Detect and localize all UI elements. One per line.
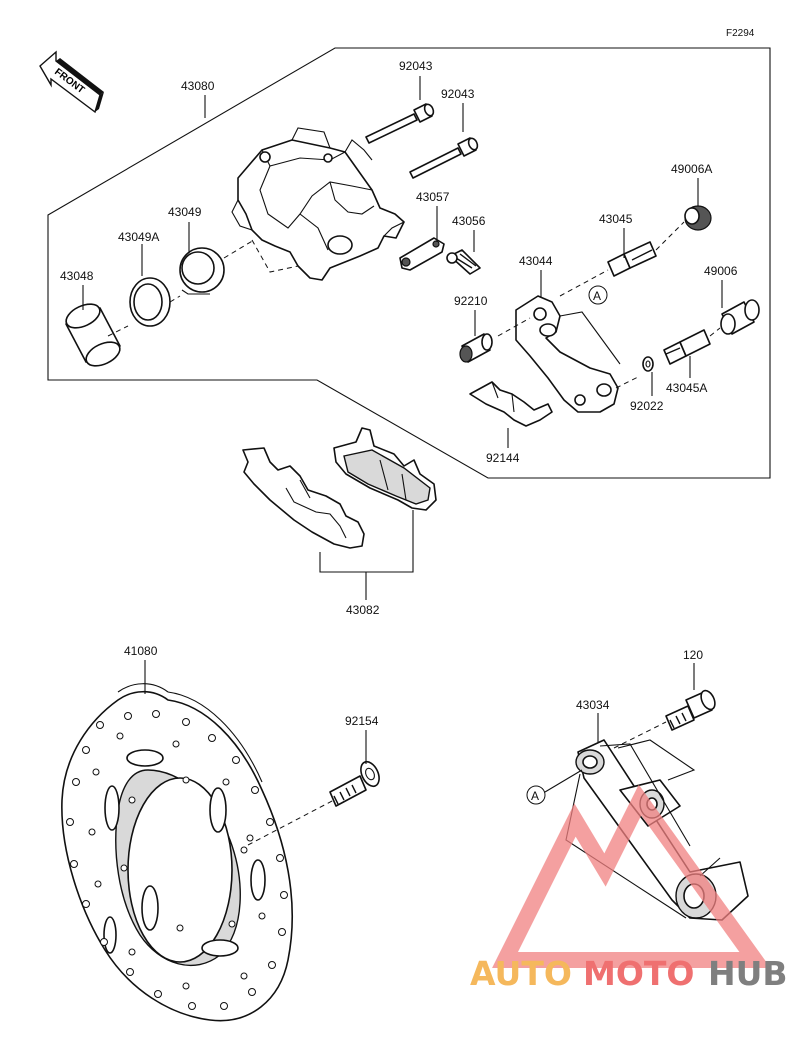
label-92043-b: 92043 [441, 87, 475, 101]
upper-pin-axis [655, 221, 685, 251]
dust-seal-ring [129, 277, 171, 327]
slide-pin-upper [607, 241, 657, 277]
pad-spring [469, 381, 553, 427]
label-43082: 43082 [346, 603, 380, 617]
disc-bolt-axis [247, 799, 335, 846]
watermark-triangle-icon [492, 784, 771, 968]
svg-text:A: A [531, 789, 539, 803]
part-labels: 43080 92043 92043 43049 43049A 43048 430… [60, 59, 738, 728]
pad-set-bracket [319, 510, 414, 600]
figure-code: F2294 [726, 28, 755, 39]
label-43048: 43048 [60, 269, 94, 283]
label-43080: 43080 [181, 79, 215, 93]
slide-pin-boot-upper [684, 205, 712, 231]
caliper-assembly-frame [47, 47, 771, 479]
label-92154: 92154 [345, 714, 379, 728]
piston-axis-line [107, 239, 255, 337]
front-arrow-icon: FRONT [39, 50, 104, 114]
ref-a-leader [544, 769, 583, 793]
label-92043-a: 92043 [399, 59, 433, 73]
link-bolt-axis [613, 721, 667, 749]
caliper-body [231, 127, 405, 281]
caliper-bracket [515, 295, 619, 413]
slide-pin-boot-lower [720, 299, 760, 335]
label-43044: 43044 [519, 254, 553, 268]
label-43045: 43045 [599, 212, 633, 226]
label-92022: 92022 [630, 399, 664, 413]
label-92144: 92144 [486, 451, 520, 465]
watermark-part2: MOTO [583, 954, 694, 993]
label-92210: 92210 [454, 294, 488, 308]
slide-pin-lower [663, 329, 711, 365]
label-43056: 43056 [452, 214, 486, 228]
brake-disc [61, 683, 293, 1022]
disc-bolt [329, 760, 380, 807]
reference-mark-a-top: A [588, 285, 608, 305]
watermark-part3: HUB [708, 954, 788, 993]
leader-lines [82, 76, 723, 764]
reference-mark-a-bottom: A [526, 785, 546, 805]
label-49006: 49006 [704, 264, 738, 278]
caliper-bolt-upper [365, 103, 435, 144]
label-49006a: 49006A [671, 162, 712, 176]
washer [642, 356, 654, 372]
brake-pad-right [333, 427, 437, 511]
link-bolt [665, 689, 716, 731]
bracket-axis-lines [497, 269, 641, 389]
lower-pin-axis [709, 327, 721, 337]
caliper-bolt-lower [409, 137, 479, 179]
brake-piston [65, 303, 121, 367]
bracket-ref-leader [559, 311, 621, 365]
label-120: 120 [683, 648, 703, 662]
bleeder-cap [399, 237, 445, 271]
bleeder-valve [446, 249, 481, 275]
svg-text:A: A [593, 289, 601, 303]
label-43049: 43049 [168, 205, 202, 219]
label-43045a: 43045A [666, 381, 707, 395]
label-41080: 41080 [124, 644, 158, 658]
bushing [459, 333, 493, 363]
label-43057: 43057 [416, 190, 450, 204]
watermark-logo: AUTO MOTO HUB [470, 784, 788, 993]
label-43049a: 43049A [118, 230, 159, 244]
watermark-part1: AUTO [470, 954, 572, 993]
piston-seal-ring [179, 247, 225, 295]
label-43034: 43034 [576, 698, 610, 712]
brake-pad-left [242, 447, 365, 549]
